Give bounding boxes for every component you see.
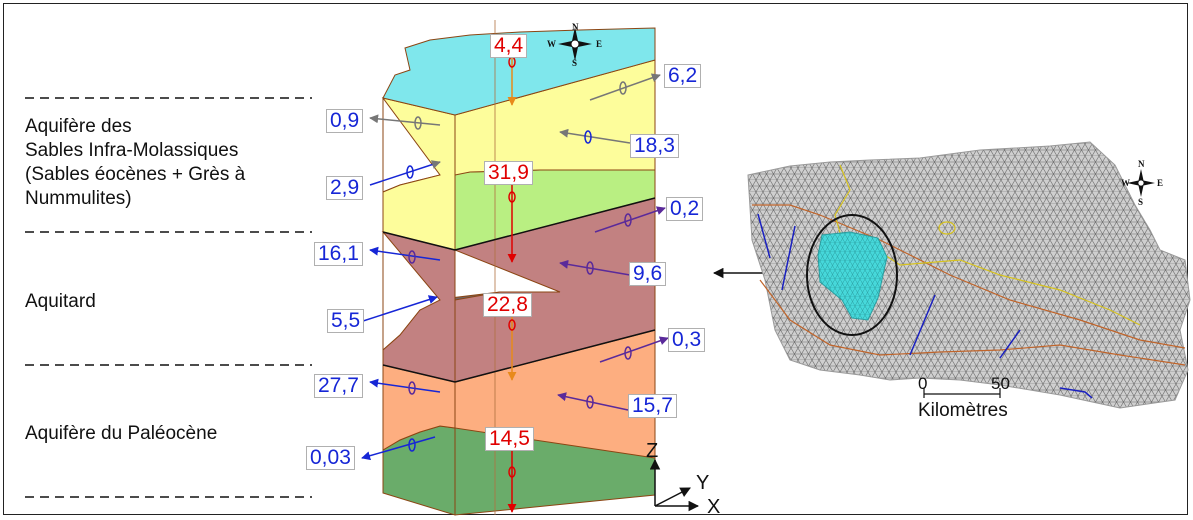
flow-value: 15,7 [628,394,677,418]
map-compass-s-label: S [1138,197,1144,207]
compass-rose-block [558,27,592,61]
map-outline-orange [759,279,1186,366]
axis-x-label: X [707,496,721,518]
layer-aquitard-left [381,231,456,383]
flow-value-aquitard-paleocene-vertical: 22,8 [483,293,532,317]
zoom-circle [806,214,898,336]
axis-z-label: Z [646,440,659,462]
flow-value-bottom-vertical: 14,5 [485,427,534,451]
compass-w-label: W [547,39,556,49]
mesh-domain [747,141,1191,409]
layer-label-paleocene: Aquifère du Paléocène [25,423,218,444]
map-outline-yellow [834,164,1141,326]
figure-frame [3,3,1188,515]
flow-value: 5,5 [327,309,365,333]
flow-value: 0,3 [668,328,706,352]
compass-n-label: N [572,22,579,32]
lateral-flows [359,73,669,461]
scale-start-label: 0 [918,374,928,393]
compass-e-label: E [596,39,603,49]
layer-label-aquitard: Aquitard [25,291,96,312]
flow-arrow [361,436,436,461]
layer-label-sim: Aquifère des Sables Infra-Molassiques (S… [25,116,246,209]
map-compass-n-label: N [1138,159,1145,169]
flow-arrow [369,246,441,261]
vertical-flows [507,40,517,513]
layer-separators [25,97,312,498]
flow-value-top-vertical: 4,4 [490,34,528,58]
flow-arrow [599,336,669,363]
flow-value: 9,6 [629,262,667,286]
flow-arrow [594,206,666,233]
flow-value: 2,9 [326,176,364,200]
mesh-map [747,141,1191,409]
flow-value: 6,2 [664,64,702,88]
block-diagram [381,20,656,516]
axes-triad [649,458,700,512]
axis-y-label: Y [696,472,710,494]
flow-arrow [369,160,441,186]
flow-value: 0,03 [306,446,355,470]
map-compass-e-label: E [1157,178,1164,188]
flow-value: 18,3 [630,134,679,158]
mesh-highlight-zone [817,231,888,321]
map-compass-w-label: W [1121,178,1130,188]
flow-value: 0,2 [666,197,704,221]
flow-arrow [369,114,441,126]
scale-unit-label: Kilomètres [918,400,1008,421]
flow-arrow [559,259,631,276]
flow-arrow [589,73,661,101]
flow-arrow [559,128,631,144]
scale-end-label: 50 [991,374,1010,393]
flow-arrow [369,378,441,393]
compass-s-label: S [572,58,578,68]
flow-arrow [359,295,438,323]
flow-value-sim-aquitard-vertical: 31,9 [484,161,533,185]
map-outline-orange [752,204,1186,349]
flow-value: 27,7 [314,374,363,398]
flow-value: 16,1 [314,242,363,266]
flow-value: 0,9 [326,109,364,133]
